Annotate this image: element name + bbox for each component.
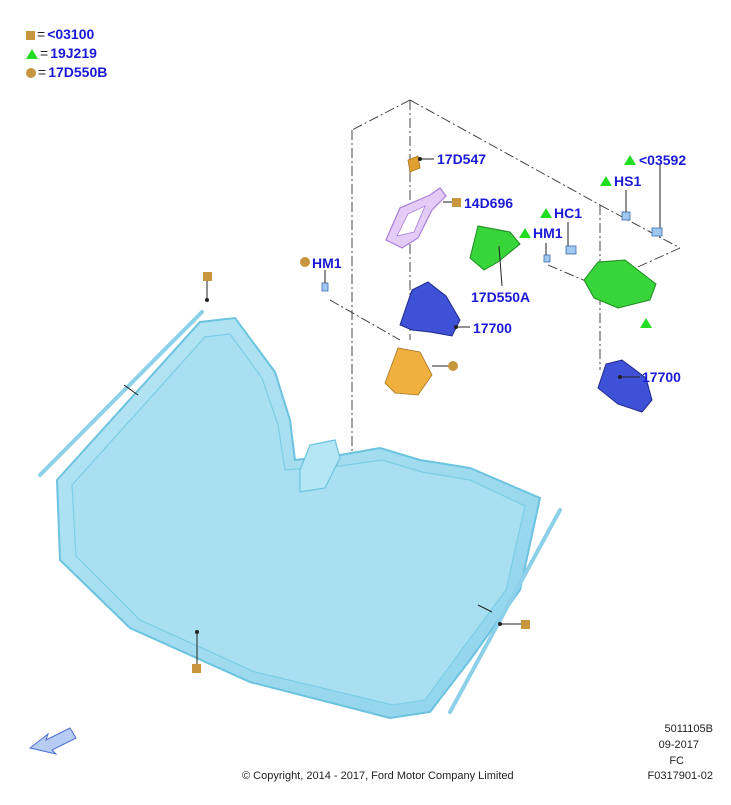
callout-17d550a: 17D550A	[471, 289, 531, 305]
legend-label-circle: 17D550B	[48, 64, 108, 80]
circle-marker-icon	[26, 68, 36, 78]
callout-14d696: 14D696	[464, 195, 514, 211]
callout-03592: <03592	[639, 152, 687, 168]
square-marker-icon	[26, 31, 35, 40]
green-cover-right	[583, 259, 657, 309]
legend-label-triangle: 19J219	[50, 45, 97, 61]
callout-hm1-left: HM1	[312, 255, 342, 271]
callout-17700-b: 17700	[642, 369, 681, 385]
legend-circle-row: =17D550B	[26, 64, 107, 80]
square-markers	[192, 198, 530, 673]
callout-17d547: 17D547	[437, 151, 487, 167]
legend-square-row: =<03100	[26, 26, 94, 42]
callout-hc1: HC1	[554, 205, 583, 221]
callout-hm1-right: HM1	[533, 225, 563, 241]
copyright: © Copyright, 2014 - 2017, Ford Motor Com…	[242, 770, 514, 782]
molding-ticks	[123, 384, 493, 613]
callout-hs1: HS1	[614, 173, 642, 189]
footer-figure: F0317901-02	[647, 770, 713, 782]
moldings	[38, 310, 562, 714]
triangle-marker-icon	[26, 49, 38, 59]
footer-date: 09-2017	[658, 739, 699, 751]
footer-region: FC	[669, 755, 684, 767]
legend-triangle-row: =19J219	[26, 45, 97, 61]
gold-bracket	[384, 155, 458, 396]
mirror-right	[597, 359, 653, 413]
legend-equals: =	[37, 26, 46, 42]
triangle-markers	[519, 155, 652, 328]
legend-label-square: <03100	[47, 26, 95, 42]
leader-lines	[324, 158, 661, 378]
windshield	[55, 316, 542, 720]
footer-code: 5011105B	[664, 723, 713, 735]
legend-equals: =	[38, 64, 47, 80]
legend-equals: =	[40, 45, 49, 61]
circle-marker	[300, 257, 310, 267]
leader-dots	[418, 157, 622, 379]
callout-17700-a: 17700	[473, 320, 512, 336]
mirror-left	[399, 281, 461, 337]
purple-bracket	[385, 187, 447, 249]
green-cover-left	[469, 225, 521, 271]
arrow-direction-icon	[28, 727, 77, 755]
